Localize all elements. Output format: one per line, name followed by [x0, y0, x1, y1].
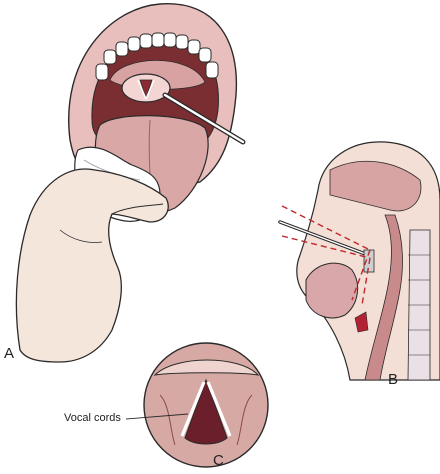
panel-a-illustration	[15, 3, 246, 363]
panel-label-c: C	[213, 452, 224, 469]
nasal-cavity	[329, 160, 422, 212]
right-vocal-cord	[206, 381, 232, 437]
panel-c-illustration	[125, 342, 269, 468]
mirror-view	[121, 73, 171, 103]
glottis	[184, 378, 228, 445]
left-vocal-cord	[180, 381, 206, 437]
vocal-cords-callout: Vocal cords	[64, 412, 121, 424]
upper-teeth	[95, 32, 219, 81]
panel-label-b: B	[388, 371, 399, 388]
epiglottis	[153, 359, 260, 376]
sight-lines	[281, 205, 371, 306]
panel-label-a: A	[4, 345, 15, 362]
tongue-section	[305, 262, 359, 319]
vocal-cords-section	[354, 311, 369, 333]
callout-leader	[125, 413, 189, 420]
pharynx	[364, 214, 403, 381]
panel-b-illustration	[278, 141, 440, 381]
hand	[15, 168, 169, 363]
